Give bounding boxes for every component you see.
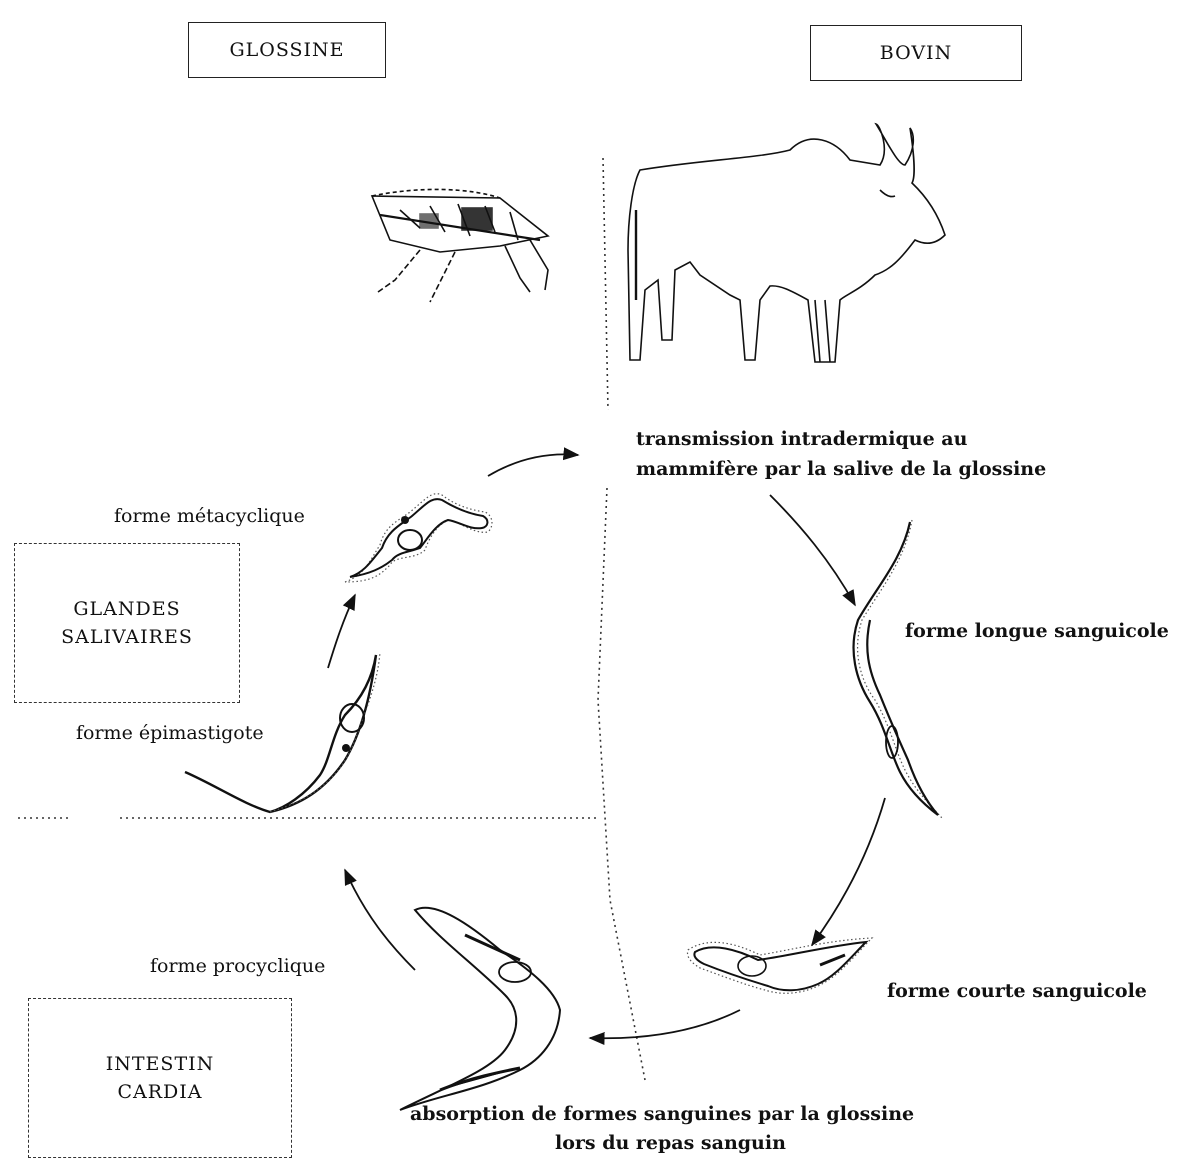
absorption-line1: absorption de formes sanguines par la gl… bbox=[410, 1103, 914, 1125]
arrow-to-long-form bbox=[770, 495, 855, 605]
short-blood-label: forme courte sanguicole bbox=[887, 980, 1147, 1002]
procyclic-label: forme procyclique bbox=[150, 955, 325, 977]
arrow-to-metacyclic bbox=[328, 595, 355, 668]
arrow-to-mammal bbox=[488, 454, 578, 476]
procyclic-trypanosome bbox=[400, 908, 560, 1110]
arrow-to-short-form bbox=[812, 798, 885, 945]
metacyclic-label: forme métacyclique bbox=[114, 505, 305, 527]
transmission-line1: transmission intradermique au bbox=[636, 428, 967, 450]
vertical-divider-top bbox=[603, 158, 608, 410]
zebu-cattle-icon bbox=[628, 124, 945, 362]
transmission-line2: mammifère par la salive de la glossine bbox=[636, 458, 1046, 480]
metacyclic-trypanosome bbox=[345, 494, 492, 582]
short-bloodstream-trypanosome bbox=[688, 938, 873, 993]
vertical-divider-bottom bbox=[598, 488, 645, 1080]
absorption-line2: lors du repas sanguin bbox=[555, 1132, 786, 1154]
cycle-arrows bbox=[328, 454, 885, 1038]
tsetse-fly-icon bbox=[372, 189, 548, 302]
long-blood-label: forme longue sanguicole bbox=[905, 620, 1169, 642]
epimastigote-label: forme épimastigote bbox=[76, 722, 264, 744]
divider-lines bbox=[18, 158, 645, 1080]
long-bloodstream-trypanosome bbox=[854, 520, 942, 818]
arrow-to-absorption bbox=[590, 1010, 740, 1038]
arrow-to-epimastigote bbox=[345, 870, 415, 970]
